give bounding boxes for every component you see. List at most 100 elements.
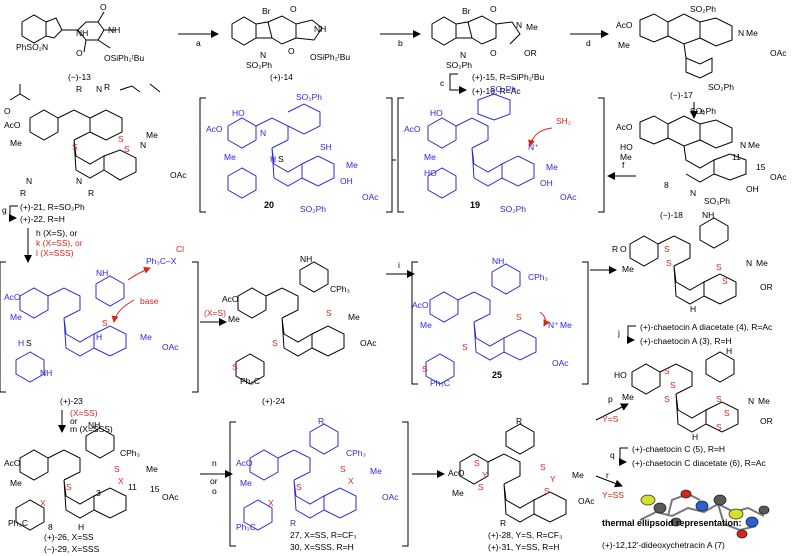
atom-label: Cl	[176, 244, 184, 254]
atom-label: N	[746, 258, 752, 268]
atom-label: CPh₃	[346, 448, 366, 458]
atom-label: Me	[746, 28, 758, 38]
atom-label: S	[716, 422, 722, 432]
atom-label: SO₂Ph	[704, 196, 730, 206]
compound-23-structure: AcO Me H S NH S H Me OAc NH Ph₃C–X Cl ba…	[4, 244, 184, 383]
atom-label: OR	[524, 48, 537, 58]
atom-label: S	[478, 482, 484, 492]
atom-label: S	[540, 462, 546, 472]
atom-label: N	[740, 140, 746, 150]
compound-14-structure: Br N SO₂Ph O NH O OSiPh₂ᵗBu	[231, 4, 350, 70]
ellipsoid-caption: thermal ellipsoid representation:	[602, 518, 742, 528]
atom-label: Y	[482, 470, 488, 480]
atom-label: N	[460, 50, 466, 60]
reagent-label-e: e	[700, 106, 705, 116]
compound-label-27: 27, X=SS, R=CF₃	[290, 530, 357, 540]
atom-label: AcO	[4, 120, 21, 130]
atom-label: H	[96, 332, 102, 342]
compound-17-structure: SO₂Ph AcO Me N Me OAc SO₂Ph	[616, 4, 787, 92]
atom-label: Me	[346, 160, 358, 170]
atom-label: Me	[370, 466, 382, 476]
atom-label: N	[748, 396, 754, 406]
atom-label: O	[100, 2, 107, 12]
atom-label: Me	[146, 464, 158, 474]
reagent-label-i: i	[398, 260, 400, 270]
atom-label: AcO	[616, 122, 633, 132]
atom-label: N	[516, 20, 522, 30]
atom-label: OAc	[170, 170, 187, 180]
atom-label: OAc	[162, 342, 179, 352]
atom-label: Y	[550, 474, 556, 484]
compound-label-23: (+)-23	[60, 396, 83, 406]
atom-label: AcO	[206, 124, 223, 134]
atom-label: Me	[348, 312, 360, 322]
atom-label: N⁺	[548, 320, 559, 330]
atom-label: Br	[462, 6, 471, 16]
atom-label: SO₂Ph	[246, 60, 272, 70]
atom-label: S	[66, 482, 72, 492]
atom-label: Me	[756, 258, 768, 268]
atom-label: OR	[760, 416, 773, 426]
compound-label-5: (+)-chaetocin C (5), R=H	[632, 444, 725, 454]
bracket-right	[192, 261, 199, 393]
reagent-label-p: p	[608, 394, 613, 404]
atom-label: S	[724, 408, 730, 418]
atom-label: base	[140, 296, 159, 306]
atom-label: S	[118, 134, 124, 144]
atom-label: 3	[96, 488, 101, 498]
atom-label: OAc	[360, 338, 377, 348]
atom-label: OH	[340, 176, 353, 186]
compound-18-structure: SO₂Ph AcO HO Me 11 15 N Me OAc OH 8 N SO…	[616, 106, 787, 206]
atom-label: SO₂Ph	[490, 84, 516, 94]
reagent-label-b: b	[398, 38, 403, 48]
reagent-label-r: r	[606, 470, 609, 480]
chaetocin-a-structure: R O Me S S NH S S N Me OR H	[612, 210, 773, 314]
reagent-label-o: o	[212, 486, 217, 496]
reagent-label-m-xss: (X=SS)	[70, 408, 98, 418]
atom-label: Me	[10, 138, 22, 148]
atom-label: AcO	[236, 458, 253, 468]
atom-label: SO₂Ph	[690, 4, 716, 14]
reaction-arrow-c	[449, 73, 467, 94]
atom-label: Me	[10, 478, 22, 488]
compound-label-7: (+)-12,12'-dideoxychetracin A (7)	[602, 540, 725, 550]
atom-label: O	[490, 4, 497, 14]
atom-label: S	[114, 464, 120, 474]
compound-label-16: (+)-16, R=Ac	[472, 86, 521, 96]
bracket-right	[386, 97, 393, 213]
atom-label: NH	[300, 254, 312, 264]
atom-label: OSiPh₂ᵗBu	[104, 53, 144, 63]
atom-label: O	[620, 244, 627, 254]
atom-label: S	[670, 380, 676, 390]
chaetocin-c-structure: HO Me S S S H S S S N Me OR H	[614, 346, 773, 442]
atom-label: OR	[760, 282, 773, 292]
atom-label: 11	[732, 152, 741, 162]
atom-label: R	[88, 188, 94, 198]
reagent-label-m: m (X=SSS)	[70, 424, 113, 434]
atom-label: Me	[140, 332, 152, 342]
compound-label-28: (+)-28, Y=S, R=CF₃	[488, 530, 562, 540]
atom-label: OAc	[162, 492, 179, 502]
bracket-right	[598, 97, 605, 213]
atom-label: S	[232, 362, 238, 372]
atom-label: Me	[622, 264, 634, 274]
atom-label: S	[462, 342, 468, 352]
atom-label: N	[260, 50, 266, 60]
compound-13-structure: PhSO₂N O NH NH O OSiPh₂ᵗBu	[16, 2, 144, 63]
atom-label: S	[272, 338, 278, 348]
atom-label: N	[140, 140, 146, 150]
reaction-arrow-j	[627, 325, 636, 344]
atom-label: X	[118, 476, 124, 486]
atom-label: R	[20, 188, 26, 198]
atom-label: 15	[150, 484, 160, 494]
reagent-label-q: q	[610, 450, 615, 460]
atom-label: S	[26, 338, 32, 348]
reagent-label-or2: or	[210, 476, 218, 486]
atom-label: AcO	[404, 124, 421, 134]
reagent-label-j: j	[617, 328, 620, 338]
reagent-label-p-cond: Y=S	[602, 414, 619, 424]
atom-label: Me	[620, 152, 632, 162]
atom-label: S	[278, 154, 284, 164]
atom-label: SO₂Ph	[500, 204, 526, 214]
